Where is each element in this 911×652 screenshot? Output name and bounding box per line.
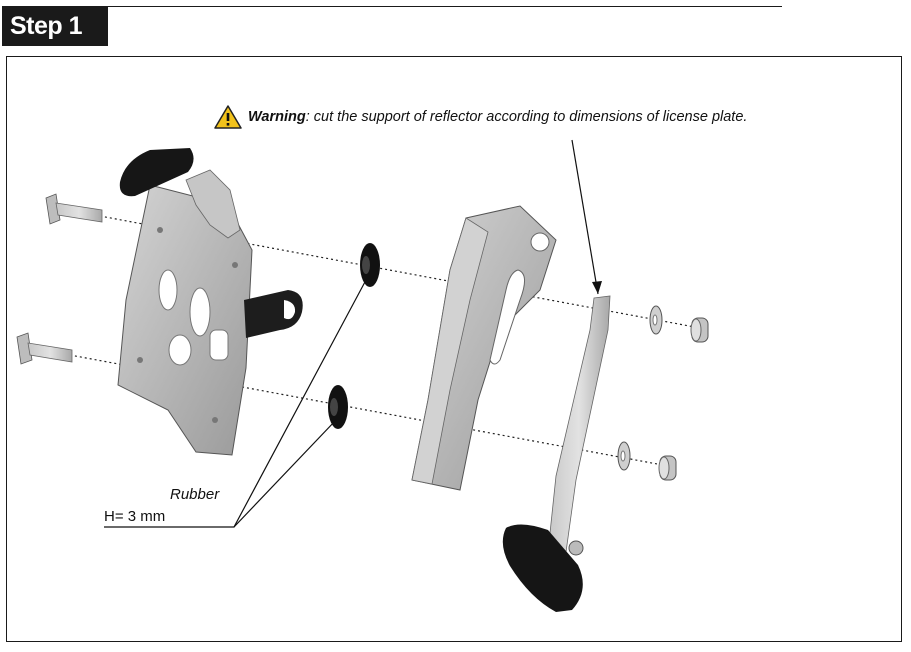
- rubber-leader-lower: [233, 419, 337, 528]
- screw-lower: [16, 332, 73, 365]
- rubber-height-label: H= 3 mm: [104, 508, 166, 525]
- rubber-washer-lower: [328, 385, 348, 429]
- washer-upper: [649, 305, 663, 335]
- drawing-frame: [6, 56, 902, 642]
- nut-lower: [658, 455, 677, 481]
- warning-label: Warning: [248, 109, 306, 125]
- mounting-plate: [117, 148, 303, 456]
- leader-lines: [104, 139, 602, 528]
- reflector-support-strip: [547, 295, 611, 556]
- reflector-black: [502, 524, 583, 612]
- rubber-washer-upper: [360, 243, 380, 287]
- warning-triangle-icon: [214, 105, 242, 129]
- warning-note: Warning: cut the support of reflector ac…: [214, 102, 747, 132]
- top-rule: [6, 6, 782, 7]
- washer-lower: [617, 441, 631, 471]
- step-title: Step 1: [2, 6, 108, 46]
- warning-leader-line: [571, 139, 599, 295]
- nut-upper: [690, 317, 709, 343]
- support-bracket: [411, 205, 557, 491]
- screw-upper: [45, 193, 103, 225]
- warning-text: : cut the support of reflector according…: [305, 109, 748, 125]
- rubber-label: Rubber: [170, 486, 220, 503]
